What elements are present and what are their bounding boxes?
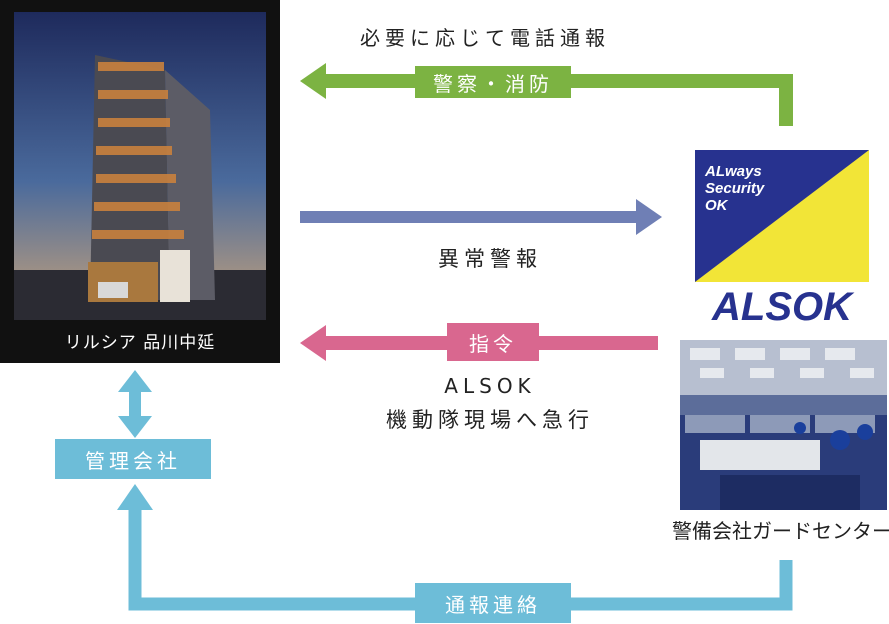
police-fire-label: 警察・消防 [415, 66, 571, 98]
alsok-logo-line1: ALways [704, 163, 762, 180]
alsok-wordmark-graphic: ALSOK [711, 285, 855, 329]
alsok-logo-line2: Security [705, 180, 765, 197]
guard-center-illustration [680, 340, 887, 510]
arrow-abnormal-report [300, 199, 662, 235]
building-photo: リルシア 品川中延 [0, 0, 280, 363]
alsok-logo-graphic: ALways Security OK [695, 150, 869, 282]
building-caption: リルシア 品川中延 [64, 332, 216, 353]
building-illustration [14, 12, 266, 320]
management-company-label: 管理会社 [55, 439, 211, 479]
command-label: 指令 [447, 323, 539, 361]
alsok-wordmark-text: ALSOK [711, 285, 855, 326]
phone-report-text: 必要に応じて電話通報 [360, 26, 610, 50]
dispatch-text-line2: 機動隊現場へ急行 [386, 408, 594, 432]
alsok-logo-line3: OK [705, 197, 729, 214]
guard-center-photo [680, 340, 887, 510]
guard-center-caption: 警備会社ガードセンター [672, 519, 889, 543]
arrow-building-management [118, 370, 152, 438]
contact-label: 通報連絡 [415, 583, 571, 623]
dispatch-text-line1: ALSOK [444, 374, 536, 398]
abnormal-report-text: 異常警報 [438, 247, 542, 271]
alsok-wordmark: ALSOK [690, 284, 874, 329]
alsok-logo: ALways Security OK [695, 150, 869, 282]
